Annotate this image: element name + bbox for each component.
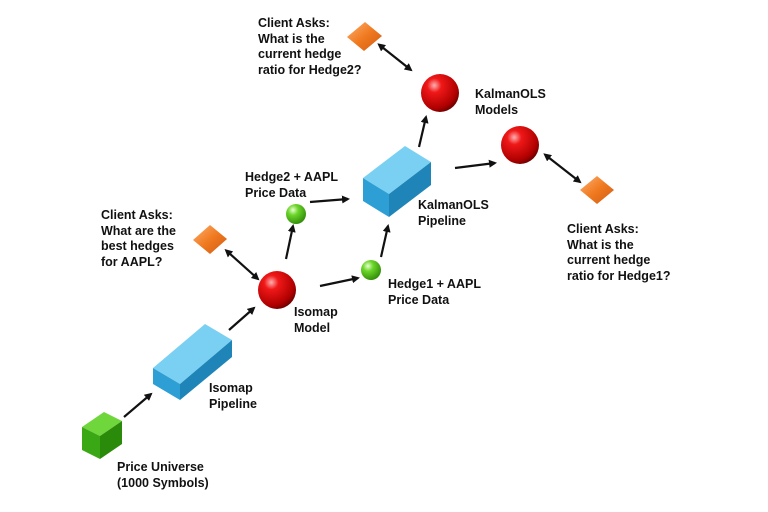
hedge2-data-label: Hedge2 + AAPL Price Data xyxy=(245,170,338,200)
client-ask-left-label: Client Asks: What are the best hedges fo… xyxy=(101,208,177,269)
client-ask-diamond-right xyxy=(580,176,614,204)
isomap-pipeline-box xyxy=(153,324,232,400)
arrow-kalman-pipeline-to-right-model xyxy=(454,159,497,170)
arrow-universe-to-isomap-pipeline xyxy=(123,392,153,418)
kalman-model-sphere-top xyxy=(421,74,459,112)
kalman-model-sphere-right xyxy=(501,126,539,164)
client-ask-top-label: Client Asks: What is the current hedge r… xyxy=(258,16,362,77)
arrow-kalman-pipeline-to-top-model xyxy=(417,115,429,148)
isomap-pipeline-label: Isomap Pipeline xyxy=(209,381,257,411)
arrow-hedge2-data-to-kalman-pipeline xyxy=(309,195,350,204)
arrow-isomap-pipeline-to-isomap-model xyxy=(228,306,256,331)
arrow-isomap-model-to-hedge1-data xyxy=(319,275,360,288)
hedge2-data-sphere xyxy=(286,204,306,224)
isomap-model-label: Isomap Model xyxy=(294,305,338,335)
client-ask-diamond-left xyxy=(193,225,227,254)
hedge1-data-label: Hedge1 + AAPL Price Data xyxy=(388,277,481,307)
hedge1-data-sphere xyxy=(361,260,381,280)
arrow-client-right-kalman-model xyxy=(543,153,582,184)
arrows xyxy=(123,43,582,418)
client-ask-right-label: Client Asks: What is the current hedge r… xyxy=(567,222,671,283)
price-universe-label: Price Universe (1000 Symbols) xyxy=(117,460,209,490)
kalman-pipeline-label: KalmanOLS Pipeline xyxy=(418,198,489,228)
arrow-client-left-isomap-model xyxy=(224,248,260,281)
arrow-isomap-model-to-hedge2-data xyxy=(284,224,296,260)
arrow-hedge1-data-to-kalman-pipeline xyxy=(379,224,391,258)
price-universe-cube xyxy=(82,412,122,459)
kalman-models-label: KalmanOLS Models xyxy=(475,87,546,117)
kalman-pipeline-box xyxy=(363,146,431,217)
isomap-model-sphere xyxy=(258,271,296,309)
client-ask-diamond-top xyxy=(347,22,382,51)
arrow-client-top-kalman-model xyxy=(377,43,413,72)
